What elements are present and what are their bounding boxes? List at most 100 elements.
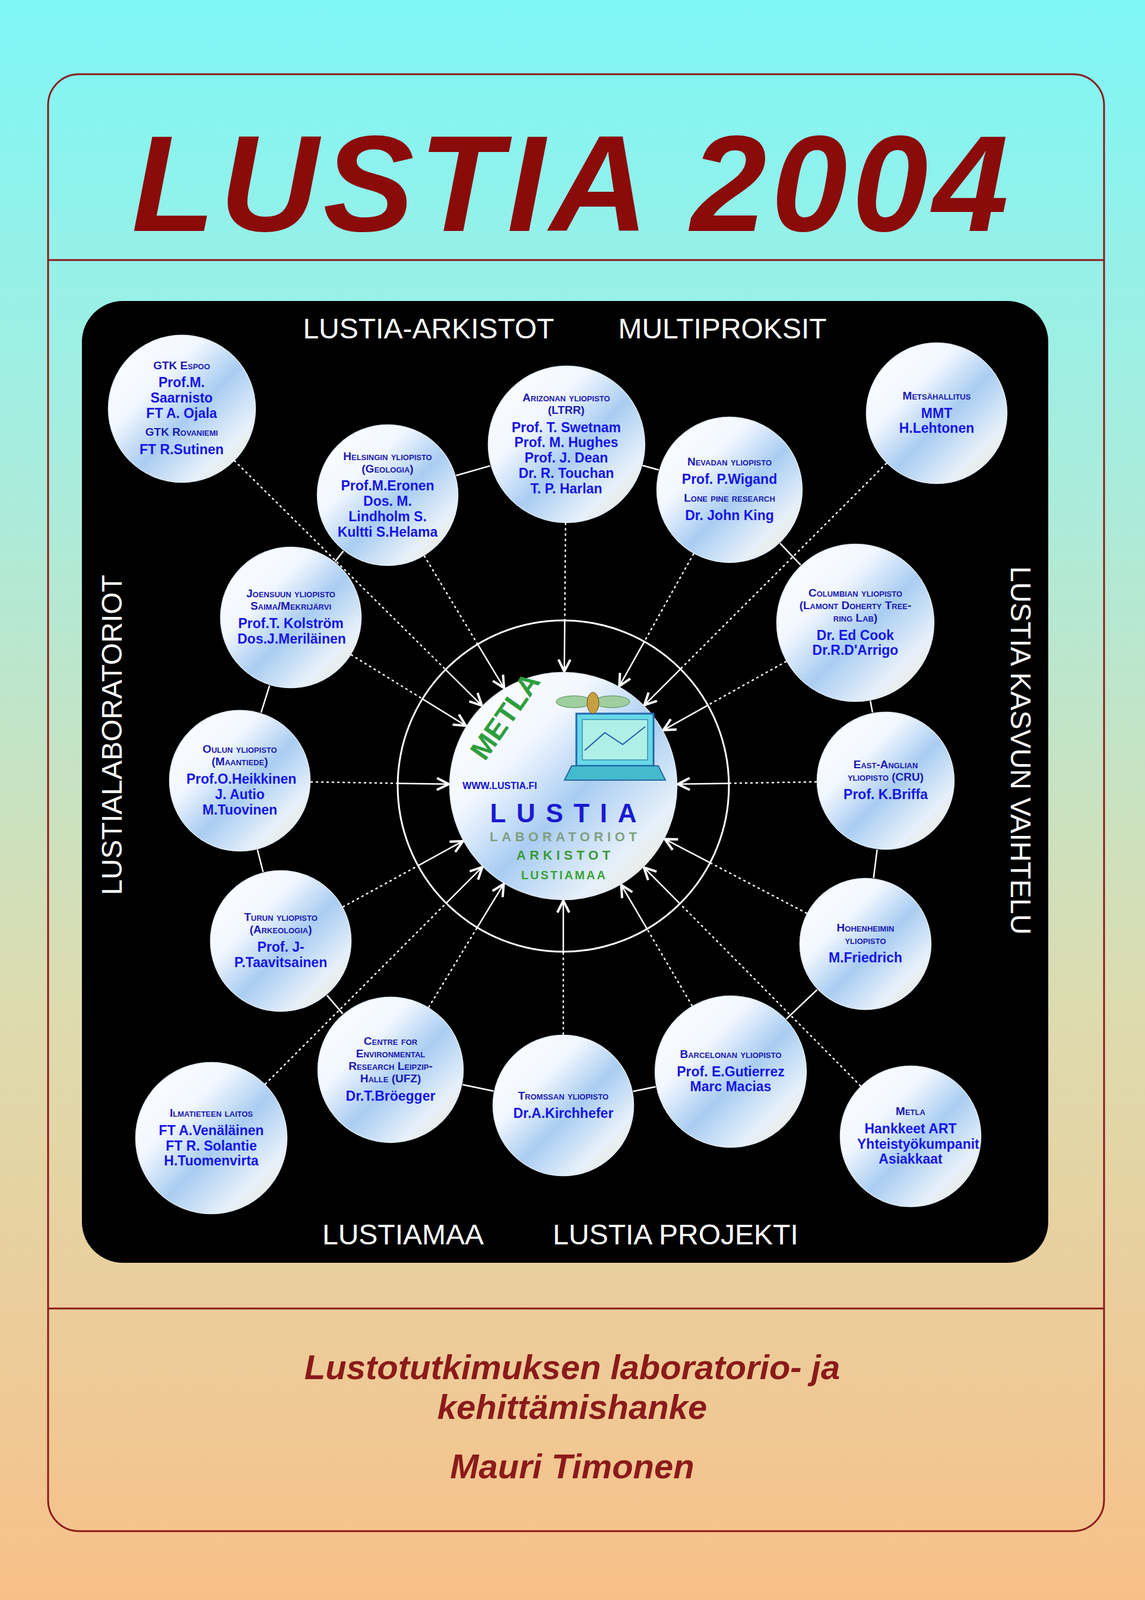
- hub-circle: METLAWWW.LUSTIA.FILUSTIALABORATORIOTARKI…: [448, 671, 678, 901]
- partner-circle: MetlaHankkeet ART Yhteistyökumpanit Asia…: [839, 1064, 982, 1208]
- solid-line: [257, 849, 264, 872]
- black-panel: [81, 300, 1049, 1263]
- partner-circle: Helsingin yliopisto (Geologia)Prof.M.Ero…: [316, 423, 459, 567]
- institution-name: Nevadan yliopisto: [674, 455, 785, 469]
- institution-name: Columbian yliopisto (Lamont Doherty Tree…: [795, 587, 916, 625]
- circle-fill: [493, 1035, 634, 1176]
- solid-line: [779, 543, 801, 566]
- connector: [563, 900, 564, 1035]
- web-address: WWW.LUSTIA.FI: [462, 780, 537, 792]
- dotted-line: [428, 927, 477, 1007]
- member-names: Prof. K.Briffa: [833, 787, 938, 803]
- member-names: Prof.M. Saarnisto FT A. Ojala: [126, 375, 237, 421]
- dotted-line: [311, 781, 398, 783]
- partner-circle: Hohenheimin yliopistoM.Friedrich: [798, 877, 932, 1011]
- dotted-line: [646, 928, 693, 1006]
- panel-label: LUSTIA KASVUN VAIHTELU: [1004, 566, 1037, 935]
- institution-name: Lone pine research: [674, 492, 785, 505]
- member-names: MMT H.Lehtonen: [883, 406, 991, 437]
- dotted-line: [644, 553, 694, 642]
- page-frame: [48, 74, 1105, 1531]
- member-names: Prof. E.Gutierrez Marc Macias: [673, 1064, 789, 1096]
- title: LUSTIA 2004: [0, 115, 1145, 253]
- dotted-line: [708, 661, 786, 705]
- solid-line: [644, 867, 681, 904]
- member-names: M.Friedrich: [815, 950, 916, 966]
- connector: [870, 701, 873, 713]
- text-stack: Arizonan yliopisto (LTRR)Prof. T. Swetna…: [507, 391, 626, 497]
- institution-name: Oulun yliopisto (Maantiede): [186, 743, 294, 769]
- connector: [677, 781, 817, 785]
- connector: [428, 883, 504, 1007]
- dotted-line: [343, 865, 418, 907]
- connector: [664, 838, 807, 913]
- partner-circle: MetsähallitusMMT H.Lehtonen: [865, 341, 1008, 485]
- solid-line: [477, 883, 504, 928]
- text-stack: Oulun yliopisto (Maantiede)Prof.O.Heikki…: [186, 743, 294, 818]
- dotted-line: [351, 654, 423, 699]
- solid-line: [397, 782, 449, 784]
- connector: [424, 556, 504, 688]
- dotted-line: [564, 522, 566, 621]
- connector: [462, 1084, 494, 1091]
- text-stack: Turun yliopisto (Arkeologia)Prof. J-P.Ta…: [227, 911, 335, 970]
- circle-fill: [169, 710, 311, 852]
- institution-name: Joensuun yliopisto Saima/Mekrijärvi: [237, 587, 345, 613]
- caption: Lustotutkimuksen laboratorio- ja kehittä…: [230, 1347, 914, 1427]
- member-names: FT R.Sutinen: [126, 442, 237, 458]
- connector: [779, 543, 801, 566]
- connector: [663, 661, 786, 730]
- partner-circle: Tromssan yliopistoDr.A.Kirchhefer: [492, 1034, 635, 1177]
- frame-divider: [48, 259, 1105, 262]
- member-names: Dr. Ed Cook Dr.R.D'Arrigo: [795, 627, 916, 659]
- connector: [257, 849, 264, 872]
- institution-name: Metla: [857, 1105, 964, 1118]
- institution-name: Arizonan yliopisto (LTRR): [507, 391, 626, 417]
- member-names: Prof.M.Eronen Dos. M. Lindholm S. Kultti…: [334, 478, 442, 540]
- partner-circle: Arizonan yliopisto (LTRR)Prof. T. Swetna…: [487, 365, 646, 524]
- hub-subtitle: LUSTIAMAA: [519, 868, 608, 883]
- circle-fill: [866, 343, 1008, 484]
- partner-circle: Ilmatieteen laitosFT A.Venäläinen FT R. …: [134, 1061, 288, 1215]
- circle-outline: [655, 416, 804, 564]
- circle-fill: [487, 365, 645, 523]
- solid-line: [334, 550, 344, 562]
- connector: [327, 994, 344, 1014]
- member-names: Prof. J-P.Taavitsainen: [227, 939, 335, 971]
- solid-line: [445, 669, 482, 706]
- connector: [619, 553, 694, 687]
- solid-line: [677, 782, 729, 784]
- solid-line: [786, 989, 818, 1019]
- panel-label: LUSTIA-ARKISTOT: [302, 313, 554, 345]
- circle-fill: [317, 424, 459, 566]
- institution-name: Barcelonan yliopisto: [673, 1048, 789, 1061]
- solid-line: [422, 698, 466, 726]
- partner-circle: Columbian yliopisto (Lamont Doherty Tree…: [775, 543, 935, 703]
- hub-ring: [397, 620, 729, 952]
- text-stack: Columbian yliopisto (Lamont Doherty Tree…: [795, 587, 916, 659]
- member-names: Prof. P.Wigand: [674, 471, 785, 488]
- partner-circle: Oulun yliopisto (Maantiede)Prof.O.Heikki…: [168, 709, 312, 852]
- circle-fill: [655, 996, 807, 1148]
- institution-name: East-Anglian yliopisto (CRU): [833, 758, 938, 784]
- connector: [564, 522, 566, 672]
- connector: [351, 654, 466, 726]
- solid-line: [642, 465, 659, 471]
- connector: [261, 685, 270, 713]
- circle-fill: [220, 547, 362, 688]
- connector: [311, 781, 449, 785]
- institution-name: GTK Rovaniemi: [126, 426, 237, 439]
- solid-line: [562, 900, 565, 952]
- dotted-line: [728, 781, 817, 783]
- solid-line: [563, 620, 566, 672]
- panel-label: LUSTIALABORATORIOT: [96, 574, 129, 896]
- connector: [873, 849, 878, 878]
- circle-fill: [657, 417, 803, 563]
- member-names: Dr.T.Bröegger: [335, 1088, 446, 1105]
- text-stack: MetlaHankkeet ART Yhteistyökumpanit Asia…: [857, 1105, 964, 1167]
- hub-subtitle: ARKISTOT: [512, 847, 614, 864]
- dotted-line: [424, 556, 478, 645]
- partner-circle: Barcelonan yliopistoProf. E.Gutierrez Ma…: [654, 994, 808, 1148]
- partner-circle: Turun yliopisto (Arkeologia)Prof. J-P.Ta…: [209, 869, 352, 1013]
- solid-line: [477, 644, 504, 688]
